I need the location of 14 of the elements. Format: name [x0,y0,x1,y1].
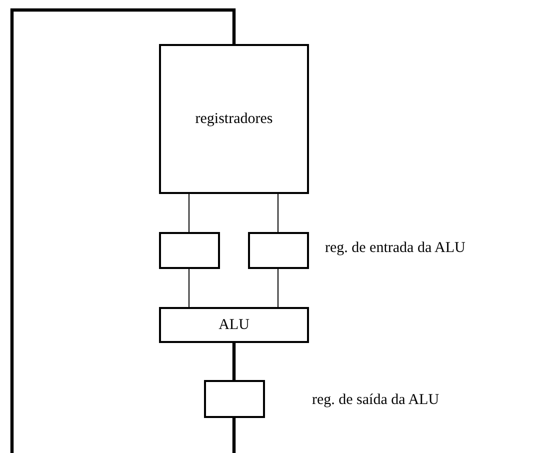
node-label: registradores [195,110,273,128]
register-box [204,380,265,418]
connector-line [232,418,236,453]
process-box [159,44,309,194]
alu-box [159,307,309,343]
register-caption: reg. de saída da ALU [312,392,440,409]
node-label: ALU [218,316,250,334]
connector-line [10,8,236,453]
connector-line [232,343,236,380]
register-box [248,232,309,269]
register-caption: reg. de entrada da ALU [325,240,466,257]
connector-line [188,194,190,232]
connector-line [188,268,190,308]
register-box [159,232,220,269]
